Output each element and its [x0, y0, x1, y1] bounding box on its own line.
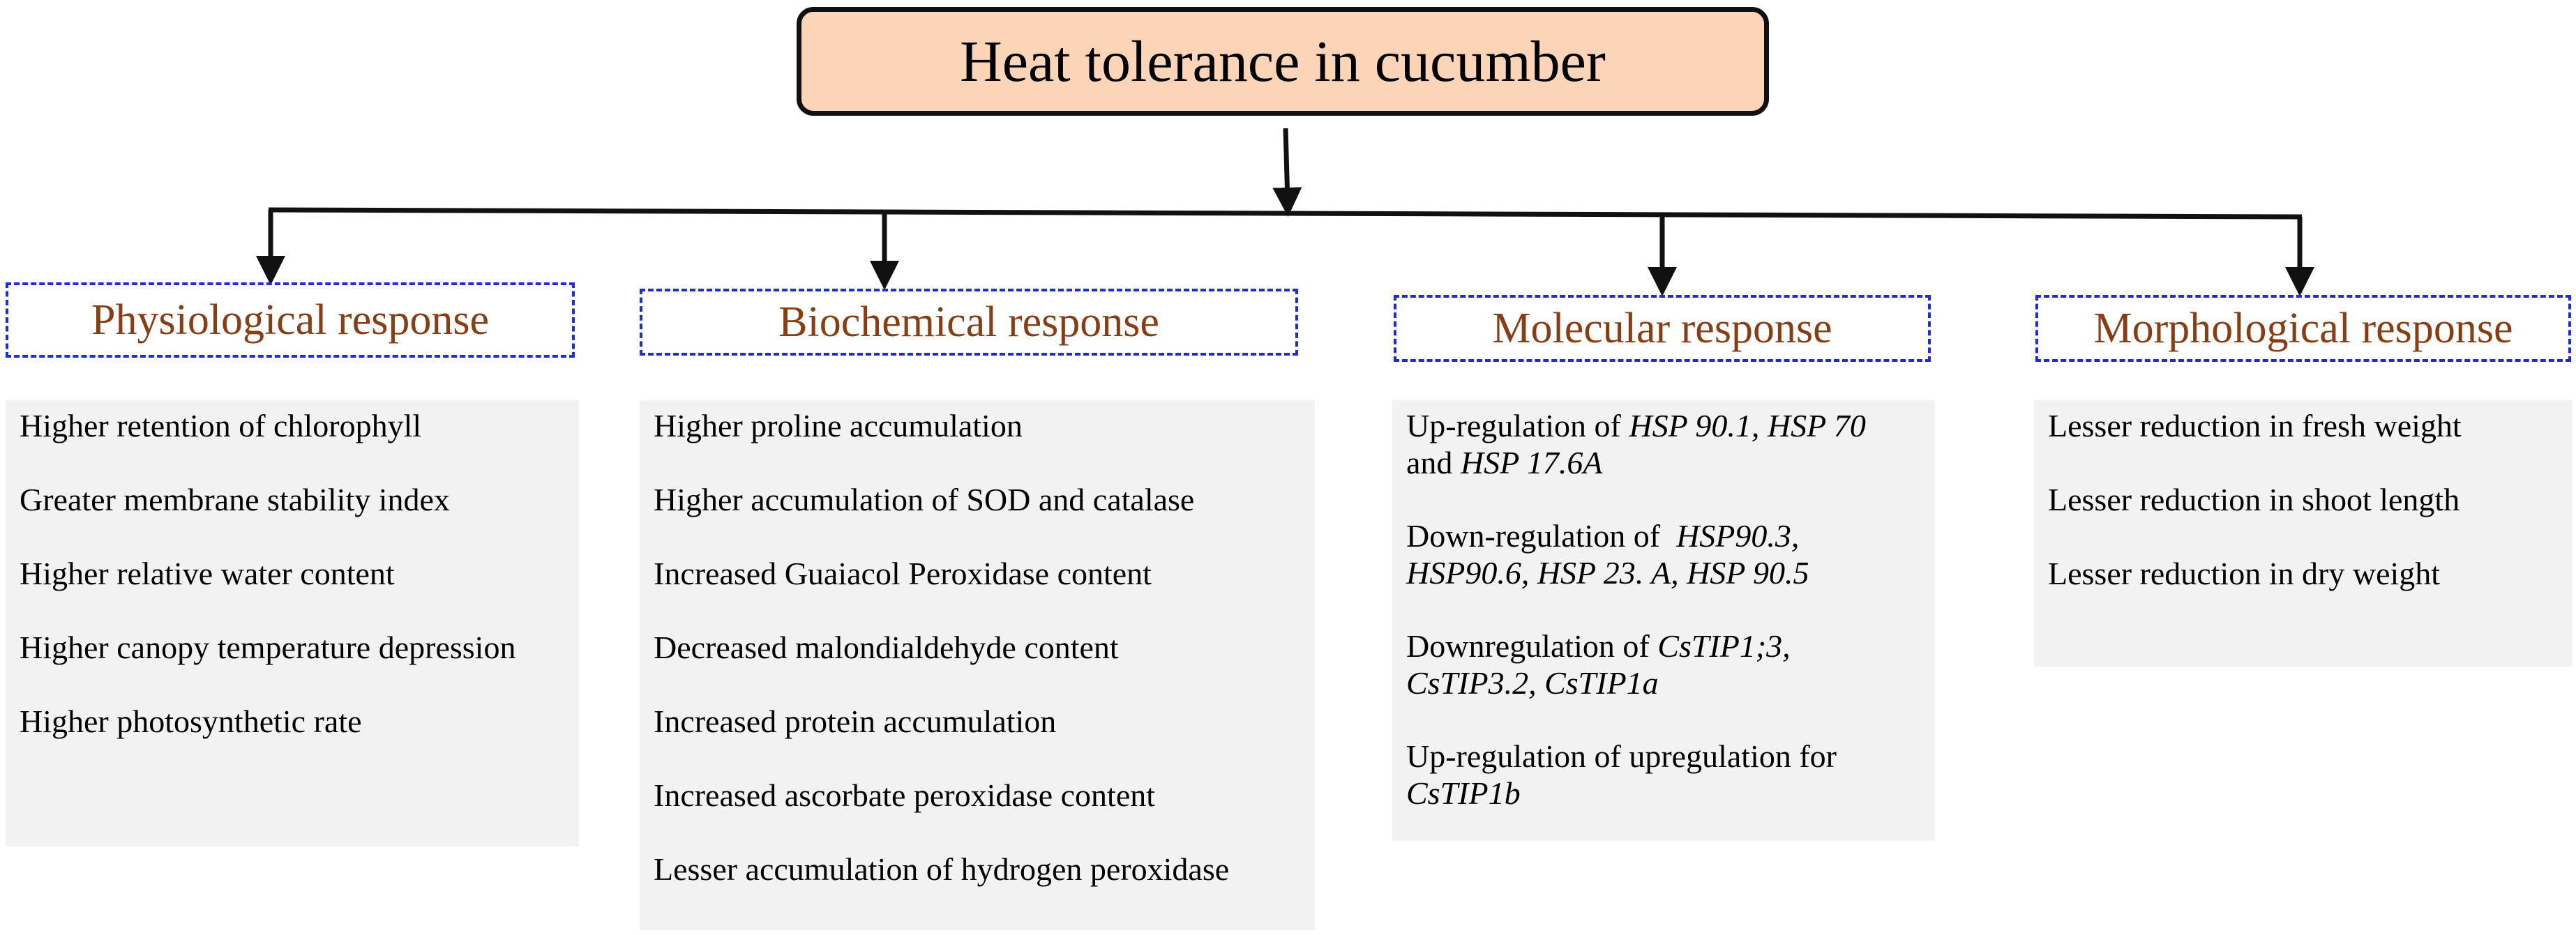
- list-item: Increased ascorbate peroxidase content: [654, 777, 1156, 813]
- list-item: Greater membrane stability index: [20, 482, 450, 517]
- root-arrow: [1272, 128, 1302, 217]
- category-label: Morphological response: [2093, 304, 2513, 352]
- list-item: Lesser reduction in fresh weight: [2048, 408, 2462, 443]
- list-item: Up-regulation of upregulation for CsTIP1…: [1406, 738, 1927, 812]
- gene-names: CsTIP3.2, CsTIP1a: [1406, 665, 1659, 701]
- gene-names: CsTIP1b: [1406, 775, 1521, 811]
- gene-names: HSP90.6, HSP 23. A, HSP 90.5: [1406, 555, 1809, 591]
- list-item: Lesser accumulation of hydrogen peroxida…: [654, 851, 1230, 887]
- category-biochemical: Biochemical response: [640, 289, 1298, 356]
- category-molecular: Molecular response: [1394, 295, 1931, 362]
- gene-names: HSP 17.6A: [1460, 445, 1603, 480]
- biochemical-items-panel: Higher proline accumulation Higher accum…: [640, 400, 1315, 930]
- molecular-items-panel: Up-regulation of HSP 90.1, HSP 70 and HS…: [1392, 400, 1935, 841]
- list-item: Higher photosynthetic rate: [20, 704, 362, 739]
- list-item: Up-regulation of HSP 90.1, HSP 70 and HS…: [1406, 407, 1927, 481]
- morphological-items-panel: Lesser reduction in fresh weight Lesser …: [2034, 400, 2573, 667]
- list-item: Higher accumulation of SOD and catalase: [654, 482, 1195, 517]
- list-item: Down-regulation of HSP90.3, HSP90.6, HSP…: [1406, 517, 1927, 591]
- list-item: Higher relative water content: [20, 556, 395, 591]
- physiological-items-panel: Higher retention of chlorophyll Greater …: [6, 400, 579, 846]
- gene-names: CsTIP1;3,: [1657, 628, 1791, 664]
- list-item: Downregulation of CsTIP1;3, CsTIP3.2, Cs…: [1406, 628, 1927, 701]
- root-title: Heat tolerance in cucumber: [960, 29, 1606, 94]
- gene-names: HSP 90.1, HSP 70: [1629, 408, 1866, 443]
- list-item: Decreased malondialdehyde content: [654, 630, 1119, 665]
- list-item: Higher retention of chlorophyll: [20, 408, 422, 443]
- item-text: Up-regulation of upregulation for: [1406, 738, 1837, 774]
- gene-names: HSP90.3,: [1676, 518, 1800, 554]
- list-item: Lesser reduction in shoot length: [2048, 482, 2460, 517]
- category-label: Biochemical response: [778, 298, 1159, 346]
- category-physiological: Physiological response: [6, 282, 575, 358]
- item-text: and: [1406, 445, 1461, 480]
- list-item: Increased Guaiacol Peroxidase content: [654, 556, 1152, 591]
- category-label: Physiological response: [91, 296, 489, 344]
- item-text: Downregulation of: [1406, 628, 1658, 664]
- list-item: Lesser reduction in dry weight: [2048, 556, 2441, 591]
- item-text: Down-regulation of: [1406, 518, 1677, 554]
- list-item: Higher canopy temperature depression: [20, 630, 516, 665]
- category-morphological: Morphological response: [2035, 295, 2571, 362]
- root-node: Heat tolerance in cucumber: [797, 7, 1769, 116]
- list-item: Increased protein accumulation: [654, 704, 1057, 739]
- list-item: Higher proline accumulation: [654, 408, 1023, 443]
- category-label: Molecular response: [1492, 304, 1832, 352]
- item-text: Up-regulation of: [1406, 408, 1629, 443]
- horizontal-bus: [268, 207, 2303, 220]
